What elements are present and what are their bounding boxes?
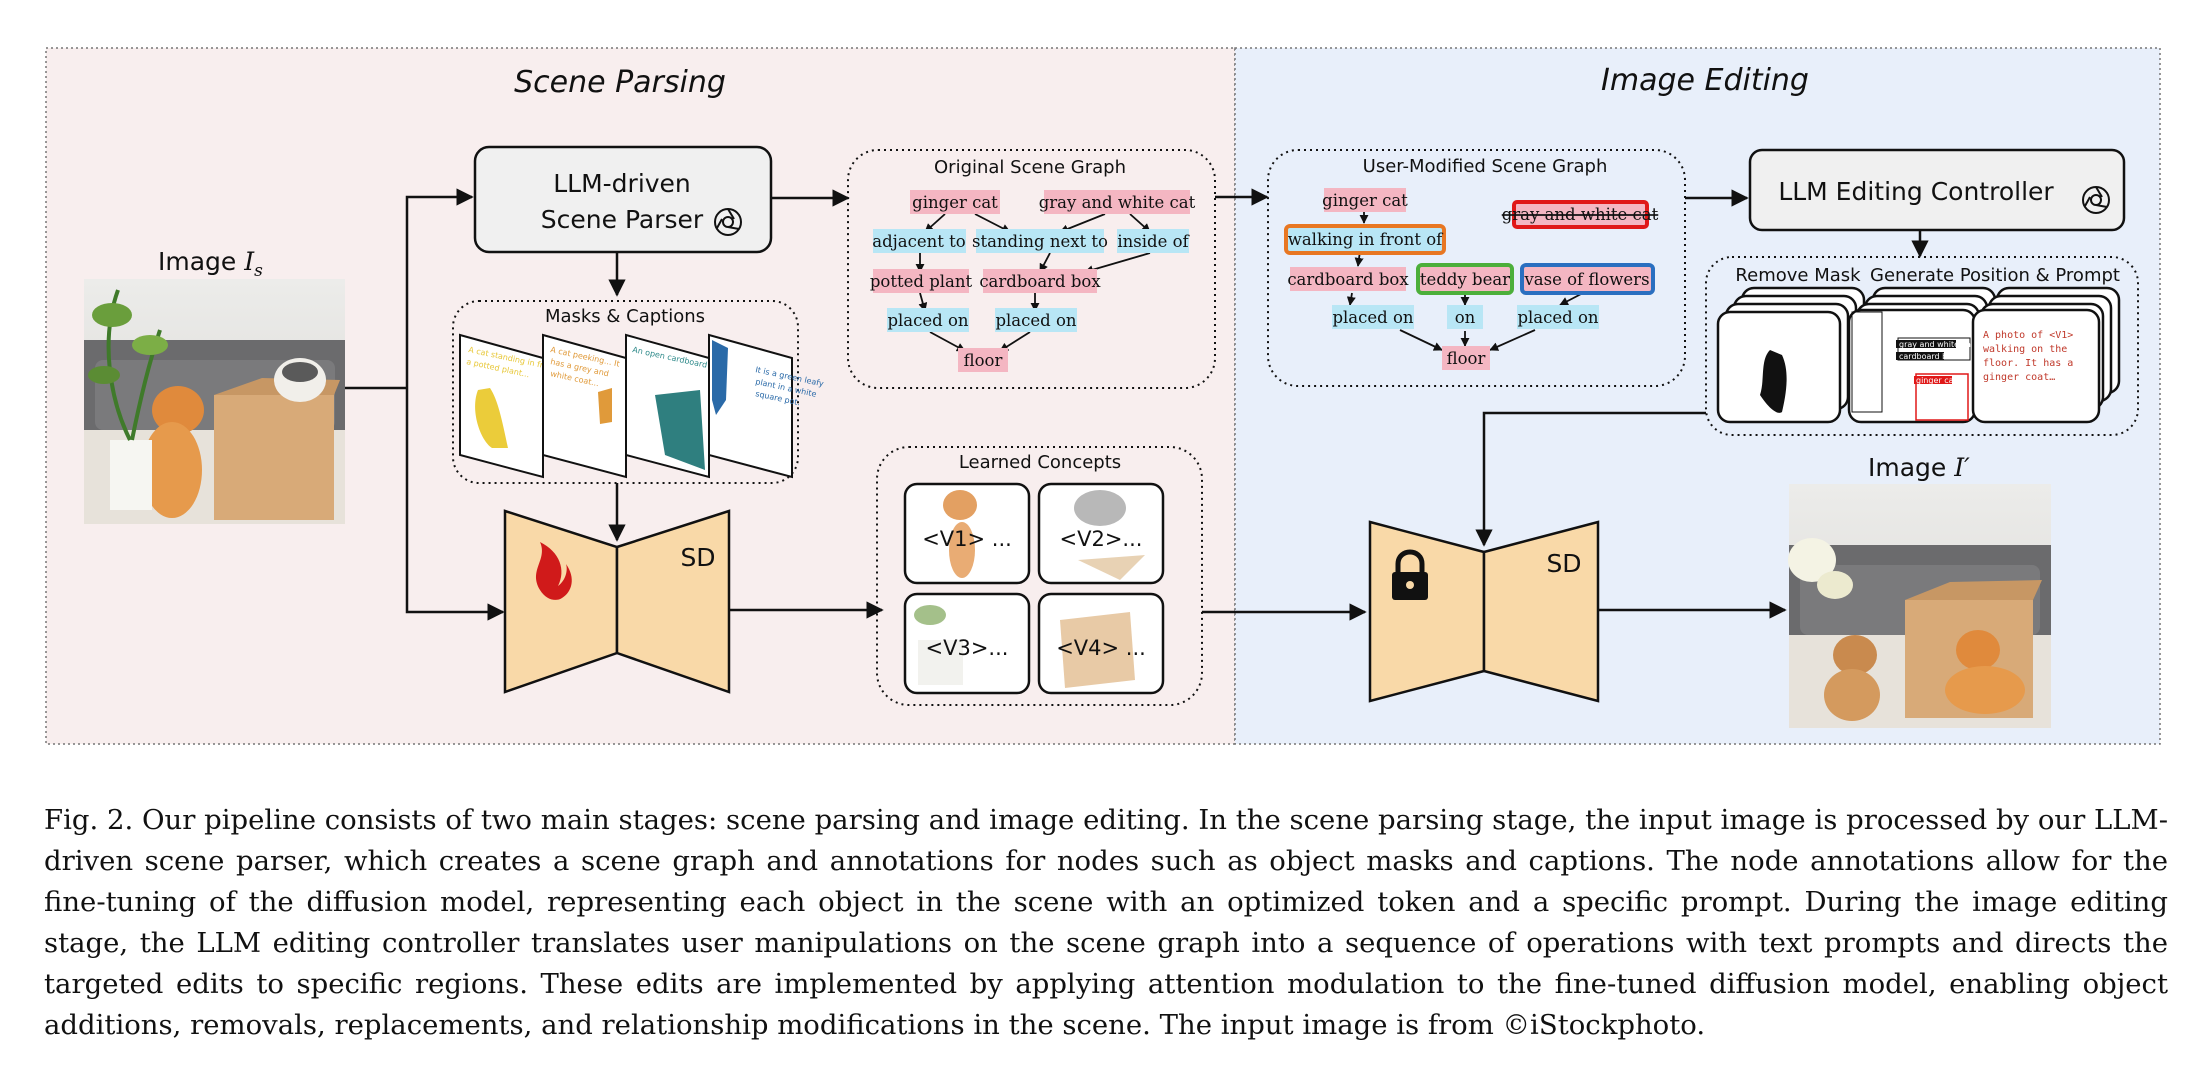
svg-text:Original Scene Graph: Original Scene Graph [934,157,1126,178]
arrow-ops-to-sd [1475,411,1706,547]
svg-text:Learned Concepts: Learned Concepts [959,452,1121,473]
svg-text:ginger coat…: ginger coat… [1983,372,2055,383]
sd-model-trainable: SD [503,509,731,694]
concept-v3: <V3>... [903,592,1031,695]
concept-v2: <V2>... [1037,482,1165,585]
svg-text:placed on: placed on [995,311,1076,330]
image-editing-title: Image Editing [1601,63,1809,98]
svg-text:<V4> ...: <V4> ... [1056,636,1146,660]
mask-card-3: An open cardboard box [625,333,725,479]
svg-text:gray and white cat: gray and white cat [1899,340,1974,349]
input-image [84,279,345,524]
prompt-stack: A photo of <V1> walking on the floor. It… [1971,286,2121,424]
operations-panel: Remove Mask Generate Position & Prompt g… [1705,256,2139,436]
svg-text:Masks & Captions: Masks & Captions [545,306,705,327]
svg-text:cardboard box: cardboard box [1287,270,1409,289]
svg-text:teddy bear: teddy bear [1420,270,1510,289]
openai-icon [714,208,742,236]
svg-text:floor: floor [1447,349,1486,368]
openai-icon [2082,186,2110,214]
svg-text:inside of: inside of [1117,232,1190,251]
modified-scene-graph: User-Modified Scene Graph ginger cat gra… [1267,149,1686,387]
arrow-trunk-to-sd [405,388,505,621]
svg-text:placed on: placed on [1332,308,1413,327]
svg-text:walking on the: walking on the [1983,344,2067,355]
svg-text:on: on [1455,308,1476,327]
output-image [1788,484,2051,728]
svg-text:Remove Mask: Remove Mask [1735,265,1861,286]
arrow-trunk-to-parser [405,188,474,388]
svg-text:<V2>...: <V2>... [1060,527,1143,551]
svg-text:standing next to: standing next to [972,232,1108,251]
svg-text:adjacent to: adjacent to [872,232,965,251]
svg-text:A photo of <V1>: A photo of <V1> [1983,330,2073,341]
llm-editing-controller: LLM Editing Controller [1748,148,2126,232]
output-image-label: Image I′ [1868,453,1970,482]
lock-icon [1392,549,1428,600]
svg-text:gray and white cat: gray and white cat [1039,193,1196,212]
input-image-label: Image Is [158,247,263,281]
remove-mask-stack [1716,286,1866,424]
llm-scene-parser: LLM-driven Scene Parser [473,145,773,254]
concept-v4: <V4> ... [1037,592,1165,695]
svg-text:ginger cat: ginger cat [1322,191,1408,210]
svg-text:cardboard box: cardboard box [979,272,1101,291]
svg-text:SD: SD [1546,549,1581,578]
svg-text:<V3>...: <V3>... [926,636,1009,660]
figure-caption: Fig. 2. Our pipeline consists of two mai… [44,804,2168,1041]
mask-card-2: A cat peeking... It has a grey and white… [542,333,627,479]
svg-text:Generate Position & Prompt: Generate Position & Prompt [1870,265,2120,286]
sd-model-frozen: SD [1368,520,1600,703]
position-stack: gray and white cat cardboard box ginger … [1847,286,1997,424]
fire-icon [536,542,572,600]
svg-text:User-Modified Scene Graph: User-Modified Scene Graph [1363,156,1608,177]
svg-text:cardboard box: cardboard box [1899,352,1957,361]
svg-text:ginger cat: ginger cat [912,193,998,212]
svg-text:floor: floor [964,351,1003,370]
svg-text:floor. It has a: floor. It has a [1983,358,2073,369]
svg-text:placed on: placed on [1517,308,1598,327]
learned-concepts-panel: Learned Concepts <V1> ... <V2>... <V3>..… [876,446,1203,706]
concept-v1: <V1> ... [903,482,1031,585]
svg-text:Scene Parser: Scene Parser [541,205,704,234]
pipeline-diagram: Scene Parsing Image Editing Image Is LLM… [45,47,2161,745]
svg-text:<V1> ...: <V1> ... [922,527,1012,551]
svg-text:ginger cat: ginger cat [1916,376,1957,385]
svg-text:potted plant: potted plant [870,272,973,291]
svg-text:vase of flowers: vase of flowers [1523,270,1649,289]
svg-text:walking in front of: walking in front of [1288,230,1444,249]
svg-text:placed on: placed on [887,311,968,330]
masks-captions-panel: Masks & Captions A cat standing in front… [452,300,825,484]
scene-parsing-title: Scene Parsing [514,65,726,100]
svg-text:LLM Editing Controller: LLM Editing Controller [1778,177,2054,206]
original-scene-graph: Original Scene Graph ginger cat gray and… [847,149,1216,389]
svg-text:SD: SD [680,543,715,572]
svg-text:LLM-driven: LLM-driven [553,169,691,198]
